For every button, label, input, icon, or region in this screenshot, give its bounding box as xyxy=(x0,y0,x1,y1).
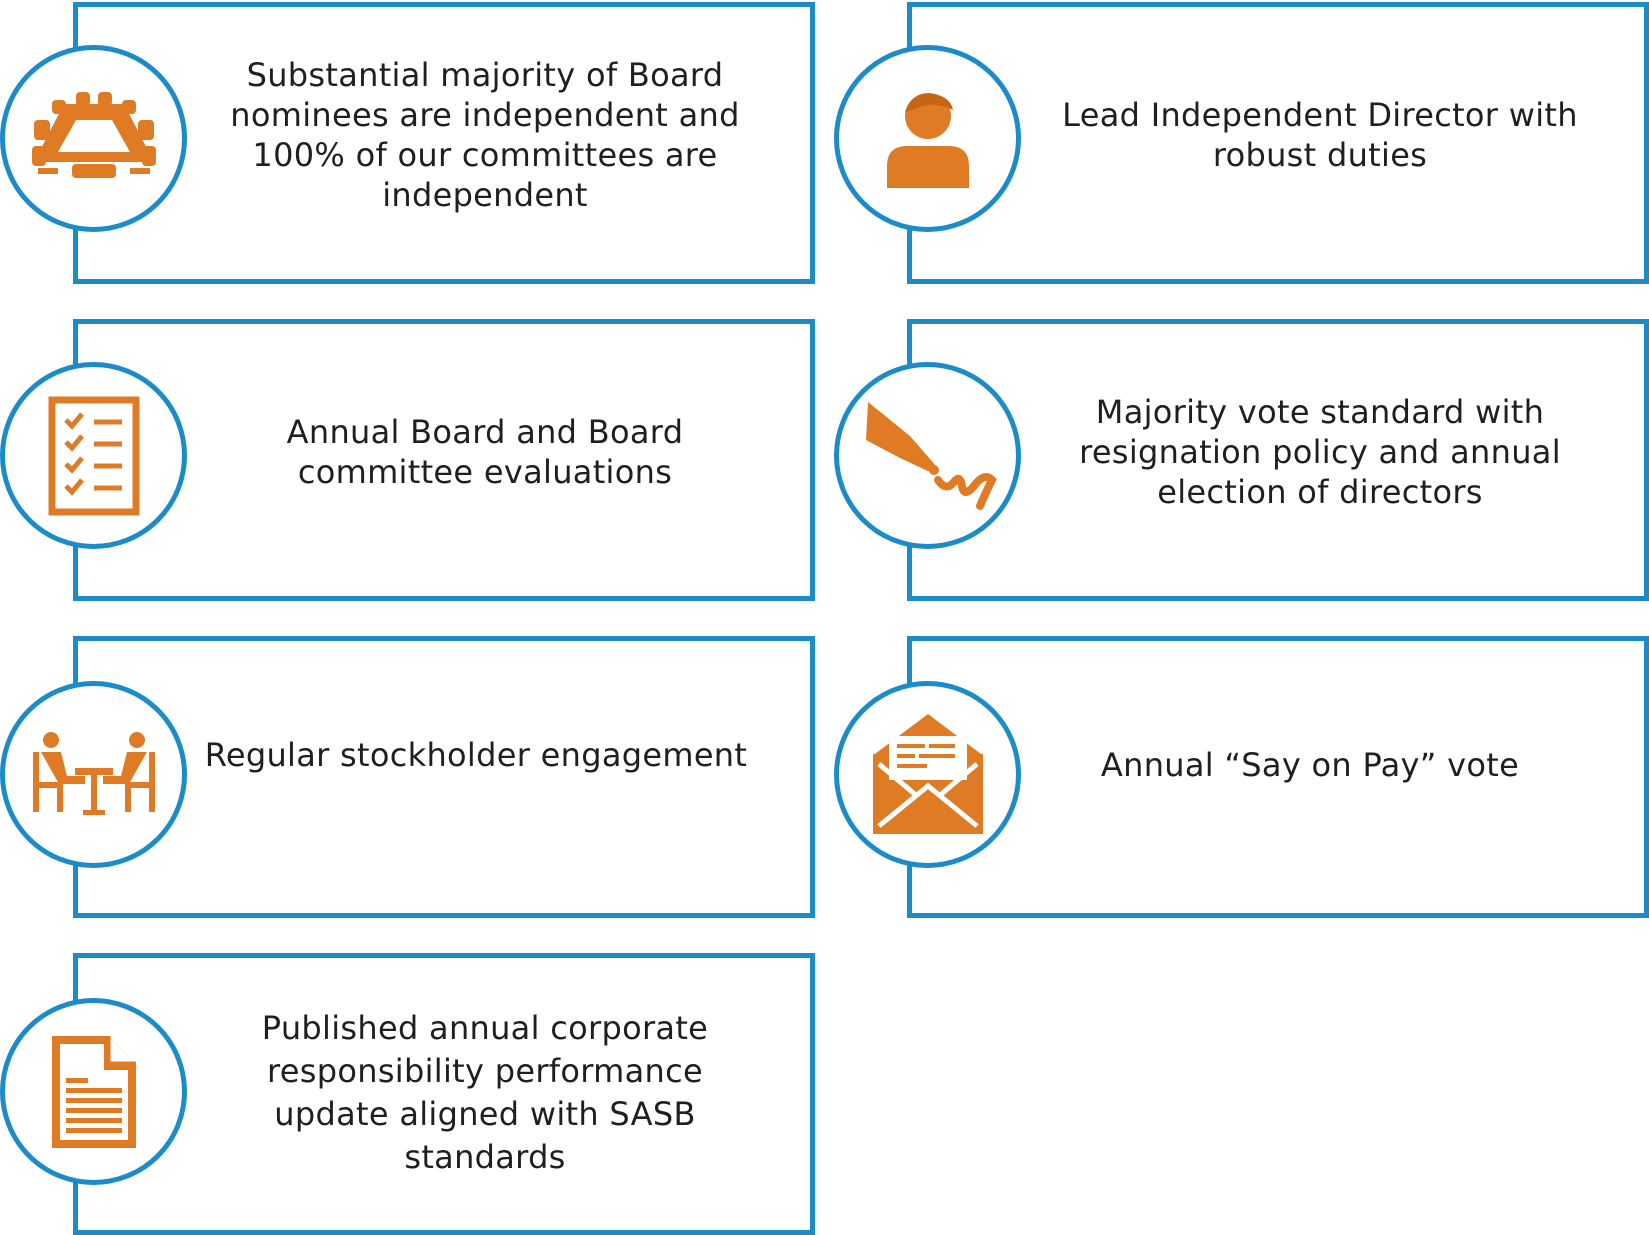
feature-text: Lead Independent Director with robust du… xyxy=(1062,96,1578,174)
feature-text: Published annual corporate responsibilit… xyxy=(261,1009,709,1176)
feature-text: Regular stockholder engagement xyxy=(204,736,748,774)
icon-circle xyxy=(0,362,187,549)
feature-card-lead-director xyxy=(907,2,1649,284)
feature-card-board-independence xyxy=(73,2,815,284)
feature-text: Majority vote standard with resignation … xyxy=(1079,393,1561,511)
pen-signature-icon xyxy=(858,396,998,516)
icon-circle xyxy=(0,998,187,1185)
person-icon xyxy=(873,84,983,194)
feature-text: Substantial majority of Board nominees a… xyxy=(230,56,740,214)
feature-text: Annual Board and Board committee evaluat… xyxy=(286,413,684,491)
boardroom-table-icon xyxy=(24,84,164,194)
feature-card-say-on-pay xyxy=(907,636,1649,918)
icon-circle xyxy=(834,681,1021,868)
icon-circle xyxy=(834,45,1021,232)
meeting-table-icon xyxy=(29,730,159,820)
feature-card-engagement xyxy=(73,636,815,918)
feature-card-csr-update xyxy=(73,953,815,1235)
document-icon xyxy=(44,1032,144,1152)
icon-circle xyxy=(834,362,1021,549)
feature-card-evaluations xyxy=(73,319,815,601)
checklist-icon xyxy=(44,396,144,516)
envelope-letter-icon xyxy=(863,710,993,840)
feature-text: Annual “Say on Pay” vote xyxy=(1100,746,1520,784)
icon-circle xyxy=(0,45,187,232)
icon-circle xyxy=(0,681,187,868)
